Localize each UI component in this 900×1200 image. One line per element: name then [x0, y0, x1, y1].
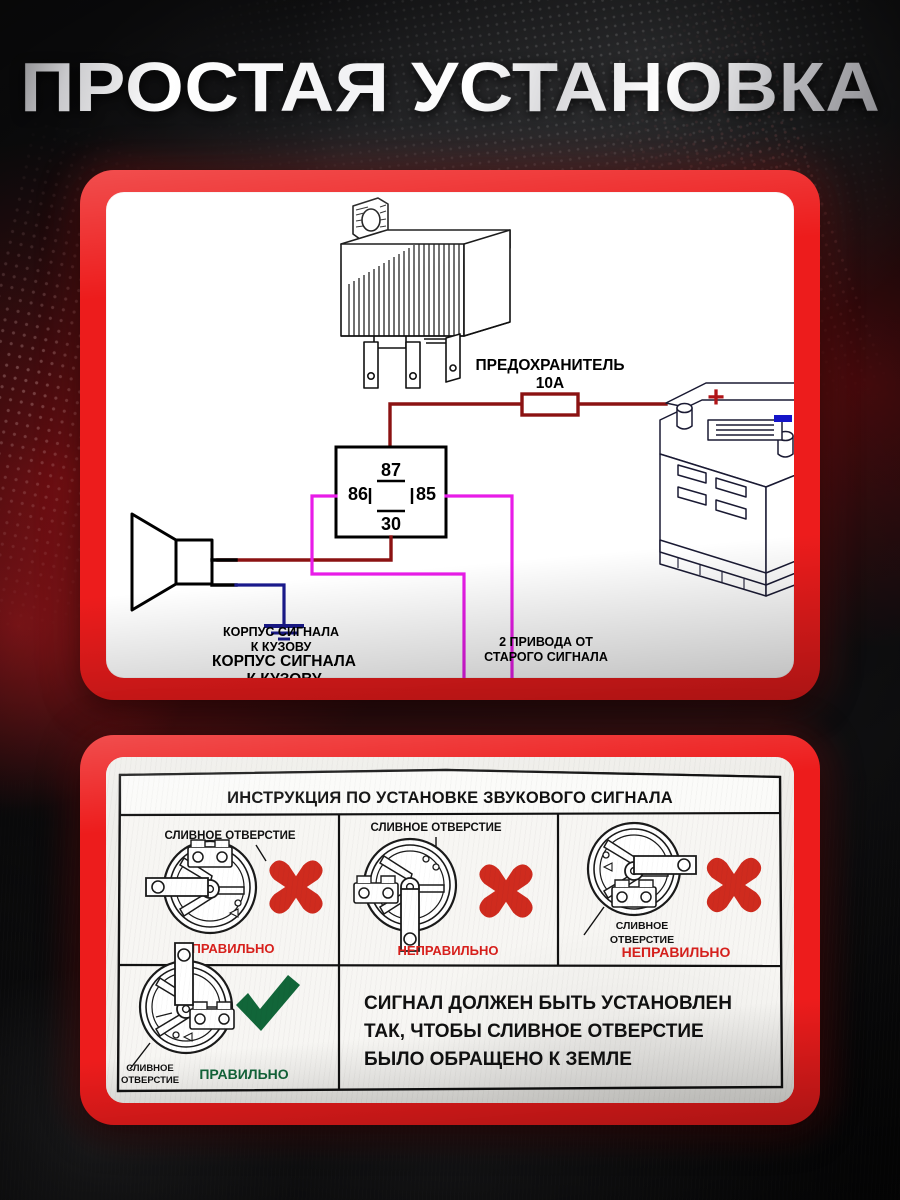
battery-polarity: +: [707, 381, 792, 422]
ground-symbol: [264, 624, 304, 641]
drain-hole-label-1: СЛИВНОЕ ОТВЕРСТИЕ: [164, 830, 295, 842]
ground-wire: [234, 583, 286, 626]
verdict-wrong-1: НЕПРАВИЛЬНО: [173, 941, 274, 956]
horn-power-wire: [216, 535, 393, 562]
verdict-wrong-2: НЕПРАВИЛЬНО: [397, 943, 498, 958]
verdict-correct: ПРАВИЛЬНО: [199, 1066, 288, 1082]
label-horn-ground-line1: КОРПУС СИГНАЛА: [212, 653, 356, 670]
instruction-cell-wrong-1: СЛИВНОЕ ОТВЕРСТИЕ НЕПРАВИЛЬНО: [145, 830, 323, 956]
fuse-label-line1: ПРЕДОХРАНИТЕЛЬ: [476, 357, 625, 374]
conclusion-line3: БЫЛО ОБРАЩЕНО К ЗЕМЛЕ: [364, 1049, 632, 1070]
instruction-panel: ИНСТРУКЦИЯ ПО УСТАНОВКЕ ЗВУКОВОГО СИГНАЛ…: [80, 735, 820, 1125]
drain-hole-label-3b: ОТВЕРСТИЕ: [610, 934, 674, 946]
page-title-text: ПРОСТАЯ УСТАНОВКА: [19, 48, 881, 126]
relay-terminal-86: 86: [348, 484, 368, 504]
wiring-diagram-svg: ПРЕДОХРАНИТЕЛЬ 10A: [130, 197, 794, 678]
relay-terminal-30: 30: [381, 514, 401, 534]
battery-minus-icon: [774, 415, 792, 422]
instruction-header: ИНСТРУКЦИЯ ПО УСТАНОВКЕ ЗВУКОВОГО СИГНАЛ…: [227, 789, 673, 807]
instruction-cell-wrong-3: СЛИВНОЕ ОТВЕРСТИЕ НЕПРАВИЛЬНО: [583, 821, 762, 960]
conclusion-line2: ТАК, ЧТОБЫ СЛИВНОЕ ОТВЕРСТИЕ: [364, 1021, 704, 1042]
instruction-cell-correct: СЛИВНОЕ ОТВЕРСТИЕ ПРАВИЛЬНО: [121, 942, 300, 1086]
instruction-conclusion: СИГНАЛ ДОЛЖЕН БЫТЬ УСТАНОВЛЕН ТАК, ЧТОБЫ…: [364, 993, 732, 1070]
relay-schematic: 87 86 85 30: [334, 445, 448, 539]
fuse-label-line2: 10A: [536, 375, 564, 392]
drain-hole-label-3a: СЛИВНОЕ: [616, 920, 669, 932]
drain-hole-label-2: СЛИВНОЕ ОТВЕРСТИЕ: [370, 822, 501, 834]
battery-plus-icon: +: [707, 381, 725, 414]
horn-leads: [210, 558, 238, 587]
relay-body-illustration: [340, 197, 511, 389]
instruction-sheet: ИНСТРУКЦИЯ ПО УСТАНОВКЕ ЗВУКОВОГО СИГНАЛ…: [106, 757, 794, 1103]
relay-terminal-85: 85: [416, 484, 436, 504]
label-horn-ground-line2: К КУЗОВУ: [246, 671, 321, 678]
page-title: ПРОСТАЯ УСТАНОВКА ПРОСТАЯ УСТАНОВКА: [0, 52, 900, 144]
fuse-label: ПРЕДОХРАНИТЕЛЬ 10A: [476, 357, 625, 392]
fuse-symbol: [520, 392, 580, 417]
power-wire: [388, 402, 668, 449]
conclusion-line1: СИГНАЛ ДОЛЖЕН БЫТЬ УСТАНОВЛЕН: [364, 993, 732, 1014]
instruction-cell-wrong-2: СЛИВНОЕ ОТВЕРСТИЕ НЕПРАВИЛЬНО: [353, 822, 533, 958]
instruction-sheet-svg: ИНСТРУКЦИЯ ПО УСТАНОВКЕ ЗВУКОВОГО СИГНАЛ…: [106, 757, 794, 1103]
drain-hole-label-4b: ОТВЕРСТИЕ: [121, 1075, 179, 1086]
label-horn-ground: КОРПУС СИГНАЛА К КУЗОВУ: [212, 653, 356, 678]
relay-terminal-87: 87: [381, 460, 401, 480]
drain-hole-label-4a: СЛИВНОЕ: [126, 1063, 174, 1074]
wiring-diagram-panel: ПРЕДОХРАНИТЕЛЬ 10A: [80, 170, 820, 700]
signal-wires: [310, 494, 514, 678]
verdict-wrong-3: НЕПРАВИЛЬНО: [622, 944, 731, 960]
wiring-diagram-canvas: ПРЕДОХРАНИТЕЛЬ 10A: [106, 192, 794, 678]
horn-symbol: [130, 512, 214, 612]
battery-illustration: [659, 382, 794, 597]
